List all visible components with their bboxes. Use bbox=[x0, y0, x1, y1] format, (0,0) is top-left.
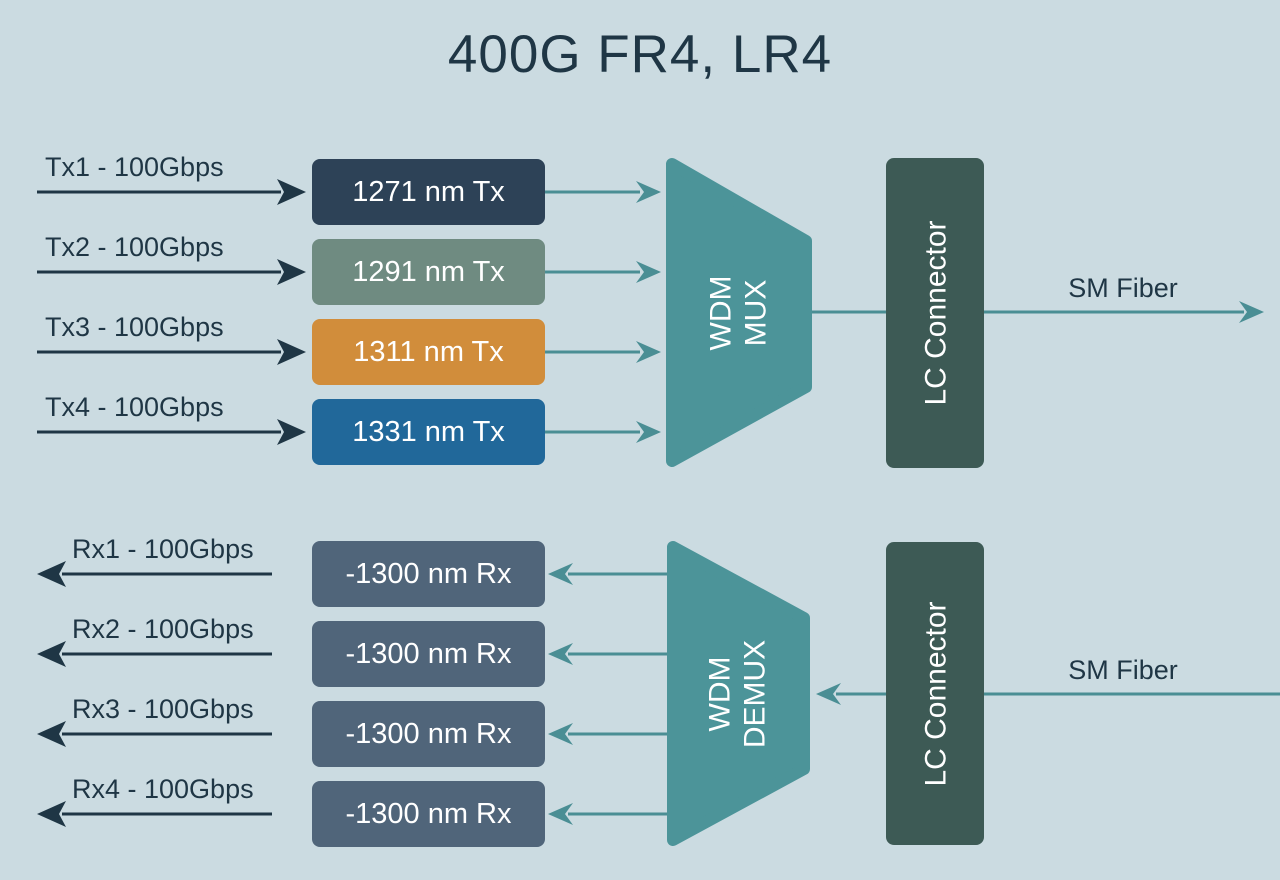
wdm-demux-shape bbox=[667, 541, 810, 846]
tx4-input-arrow-icon bbox=[37, 419, 306, 445]
lc-connector-top-label: LC Connector bbox=[919, 220, 953, 406]
tx1-input-arrow-icon bbox=[37, 179, 306, 205]
demux-to-rx1-arrow-icon bbox=[548, 563, 669, 585]
rx4-label: Rx4 - 100Gbps bbox=[72, 774, 254, 804]
tx2-input-arrow-icon bbox=[37, 259, 306, 285]
lc-connector-bottom bbox=[886, 542, 984, 845]
tx2-wavelength-block: 1291 nm Tx bbox=[312, 239, 545, 305]
rx3-label: Rx3 - 100Gbps bbox=[72, 694, 254, 724]
tx4-wavelength-text: 1331 nm Tx bbox=[352, 415, 505, 448]
demux-to-rx2-arrow-icon bbox=[548, 643, 669, 665]
rx2-wavelength-text: -1300 nm Rx bbox=[345, 637, 512, 670]
rx4-wavelength-text: -1300 nm Rx bbox=[345, 797, 512, 830]
rx1-wavelength-block: -1300 nm Rx bbox=[312, 541, 545, 607]
rx3-wavelength-block: -1300 nm Rx bbox=[312, 701, 545, 767]
rx1-label: Rx1 - 100Gbps bbox=[72, 534, 254, 564]
tx3-wavelength-block: 1311 nm Tx bbox=[312, 319, 545, 385]
wdm-mux-shape bbox=[666, 158, 812, 467]
wdm-demux-label: WDM DEMUX bbox=[703, 639, 772, 749]
demux-to-rx4-arrow-icon bbox=[548, 803, 669, 825]
rx2-wavelength-block: -1300 nm Rx bbox=[312, 621, 545, 687]
tx2-to-mux-arrow-icon bbox=[545, 261, 661, 283]
sm-fiber-out-arrow-icon bbox=[984, 301, 1264, 323]
tx1-label: Tx1 - 100Gbps bbox=[45, 152, 224, 182]
tx3-wavelength-text: 1311 nm Tx bbox=[353, 335, 504, 368]
rx1-output-arrow-icon bbox=[37, 561, 272, 587]
rx4-output-arrow-icon bbox=[37, 801, 272, 827]
rx2-label: Rx2 - 100Gbps bbox=[72, 614, 254, 644]
tx4-label: Tx4 - 100Gbps bbox=[45, 392, 224, 422]
rx4-wavelength-block: -1300 nm Rx bbox=[312, 781, 545, 847]
rx2-output-arrow-icon bbox=[37, 641, 272, 667]
tx1-to-mux-arrow-icon bbox=[545, 181, 661, 203]
lc-connector-top bbox=[886, 158, 984, 468]
sm-fiber-in-label: SM Fiber bbox=[1068, 655, 1178, 685]
wdm-mux-label: WDM MUX bbox=[704, 275, 773, 351]
tx3-label: Tx3 - 100Gbps bbox=[45, 312, 224, 342]
tx4-wavelength-block: 1331 nm Tx bbox=[312, 399, 545, 465]
rx3-wavelength-text: -1300 nm Rx bbox=[345, 717, 512, 750]
tx4-to-mux-arrow-icon bbox=[545, 421, 661, 443]
tx3-to-mux-arrow-icon bbox=[545, 341, 661, 363]
demux-to-rx3-arrow-icon bbox=[548, 723, 669, 745]
tx1-wavelength-block: 1271 nm Tx bbox=[312, 159, 545, 225]
tx2-label: Tx2 - 100Gbps bbox=[45, 232, 224, 262]
lc-connector-bottom-label: LC Connector bbox=[919, 601, 953, 787]
rx1-wavelength-text: -1300 nm Rx bbox=[345, 557, 512, 590]
sm-fiber-out-label: SM Fiber bbox=[1068, 273, 1178, 303]
page-title: 400G FR4, LR4 bbox=[447, 25, 833, 84]
tx3-input-arrow-icon bbox=[37, 339, 306, 365]
connector-to-demux-arrow-icon bbox=[816, 683, 886, 705]
tx2-wavelength-text: 1291 nm Tx bbox=[352, 255, 505, 288]
tx1-wavelength-text: 1271 nm Tx bbox=[352, 175, 505, 208]
rx3-output-arrow-icon bbox=[37, 721, 272, 747]
